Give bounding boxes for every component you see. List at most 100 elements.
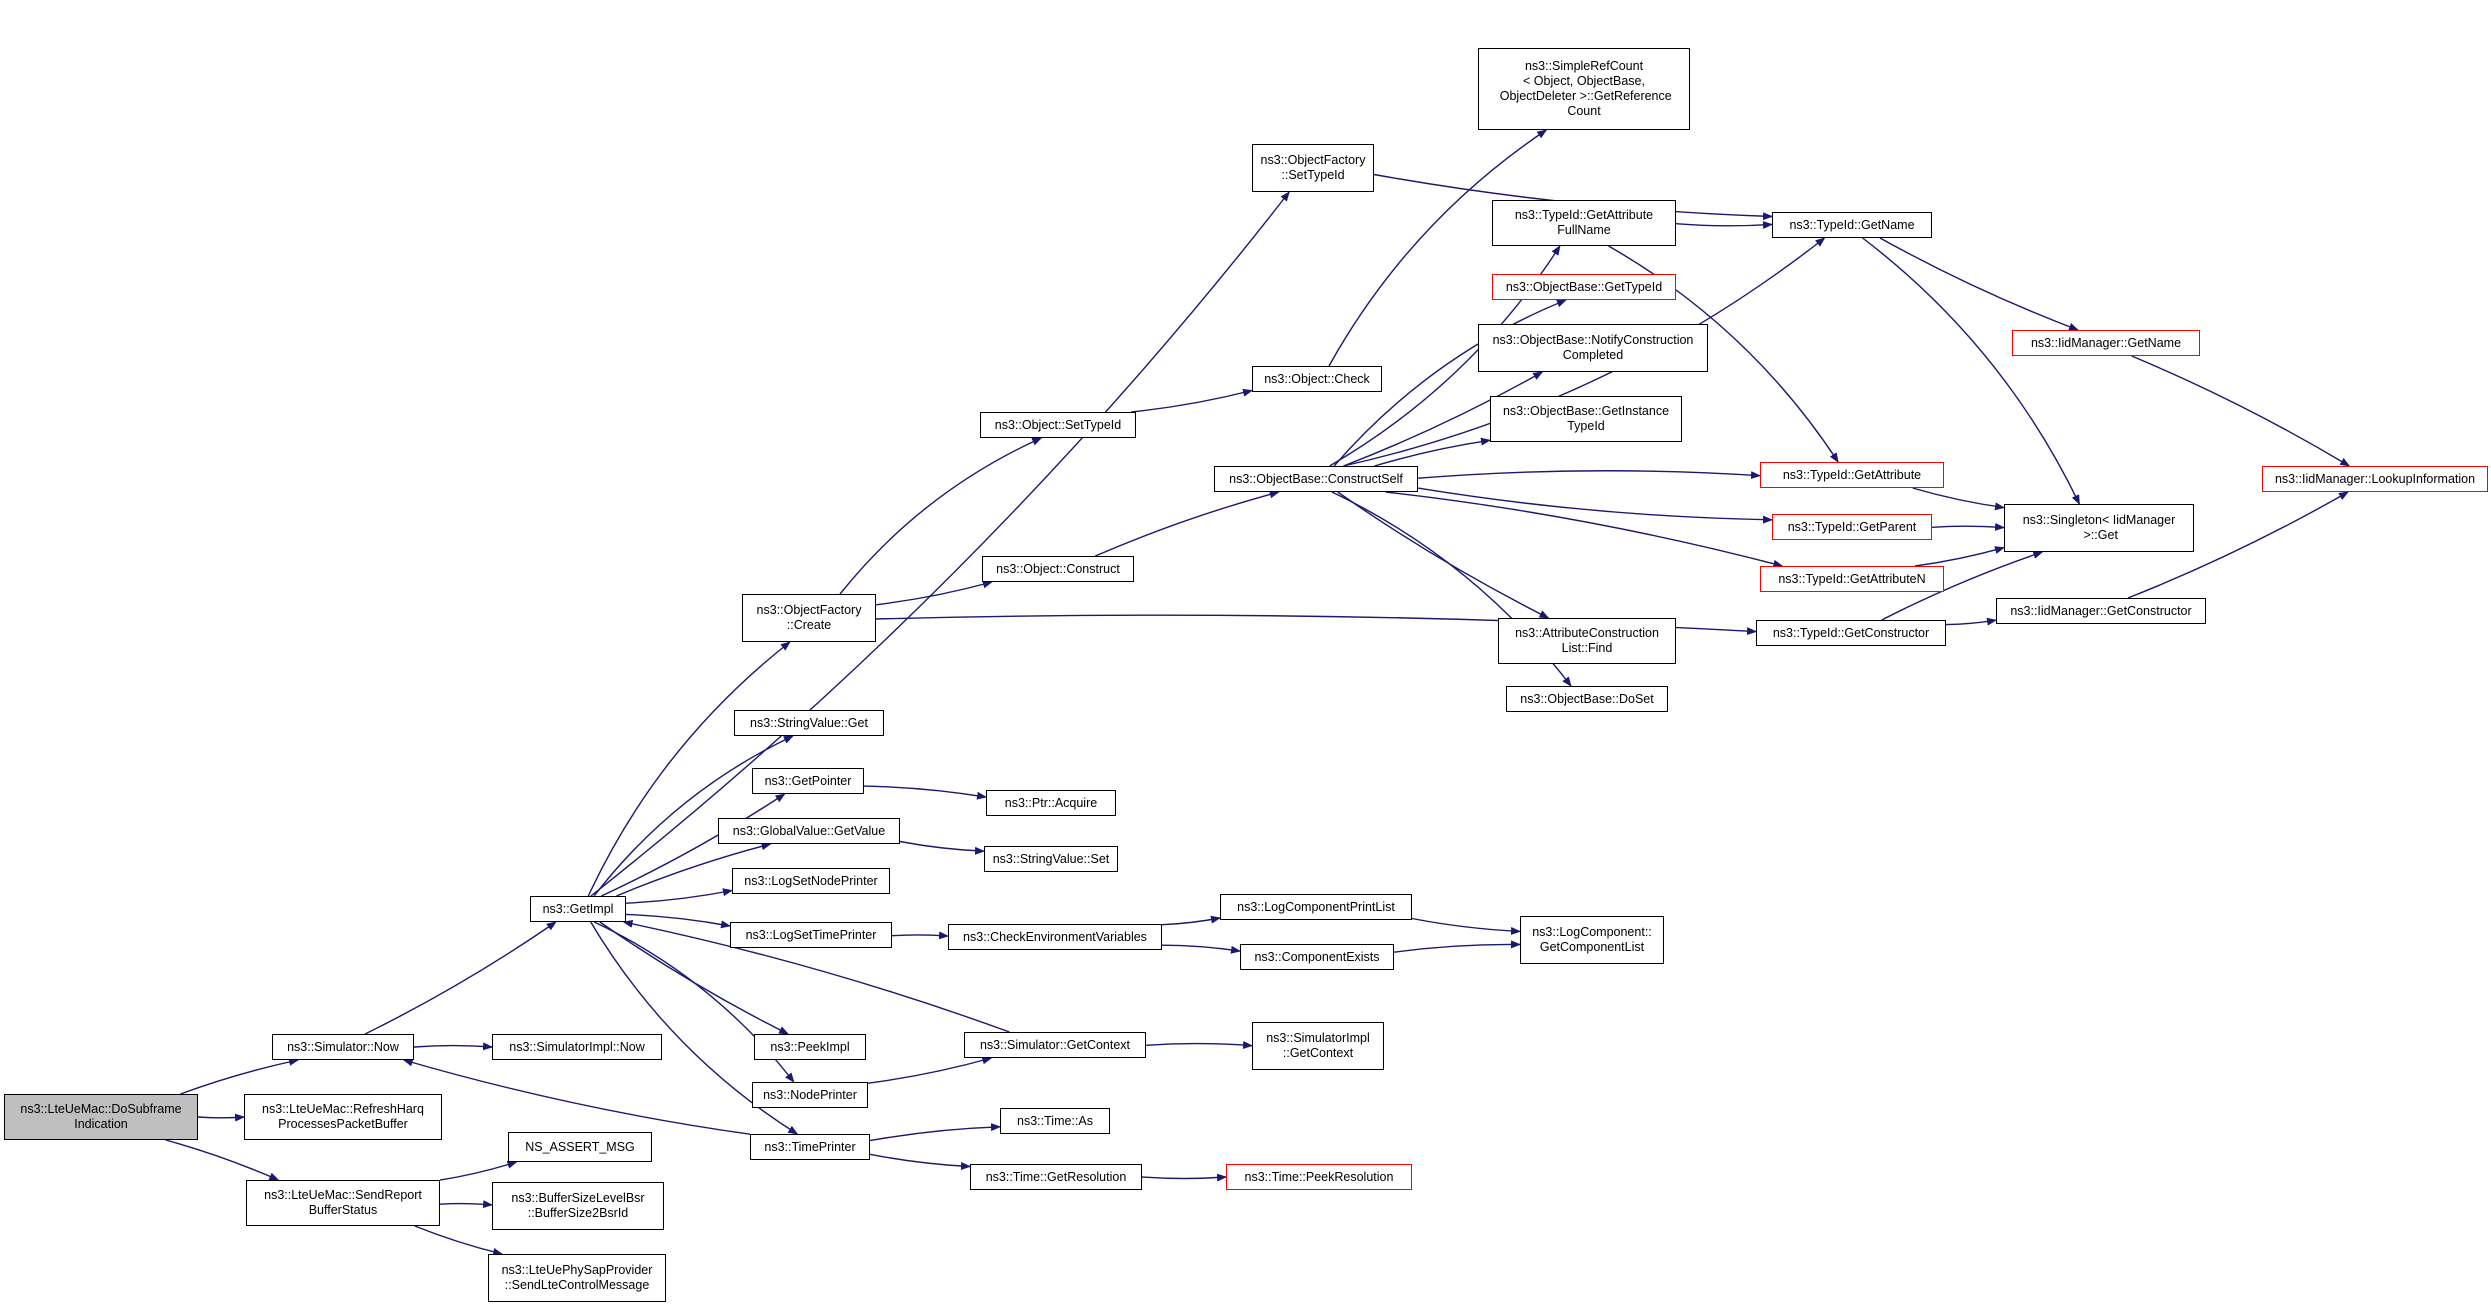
graph-node-n49[interactable]: ns3::IidManager::LookupInformation (2262, 466, 2488, 492)
call-edge-n41-to-n47 (1862, 237, 2081, 505)
graph-node-n47[interactable]: ns3::Singleton< IidManager >::Get (2004, 504, 2194, 552)
graph-node-n21[interactable]: ns3::Ptr::Acquire (986, 790, 1116, 816)
graph-node-n33[interactable]: ns3::Time::PeekResolution (1226, 1164, 1412, 1190)
graph-node-n18[interactable]: ns3::TimePrinter (750, 1134, 870, 1160)
graph-node-n45[interactable]: ns3::TypeId::GetConstructor (1756, 620, 1946, 646)
call-edge-n43-to-n47 (1931, 522, 2005, 531)
graph-node-n15[interactable]: ns3::LogSetTimePrinter (730, 922, 892, 948)
graph-node-n3[interactable]: ns3::LteUeMac::SendReport BufferStatus (246, 1180, 440, 1226)
call-edge-n3-to-n8 (414, 1225, 504, 1256)
graph-node-n48[interactable]: ns3::IidManager::GetConstructor (1996, 598, 2206, 624)
graph-node-n43[interactable]: ns3::TypeId::GetParent (1772, 514, 1932, 540)
call-edge-n24-to-n32 (1145, 1041, 1253, 1050)
graph-node-n1[interactable]: ns3::Simulator::Now (272, 1034, 414, 1060)
call-edge-n3-to-n7 (439, 1200, 493, 1209)
graph-node-n22[interactable]: ns3::StringValue::Set (984, 846, 1118, 872)
call-edge-n12-to-n21 (863, 785, 987, 800)
graph-node-n12[interactable]: ns3::GetPointer (752, 768, 864, 794)
graph-node-n0[interactable]: ns3::LteUeMac::DoSubframe Indication (4, 1094, 198, 1140)
graph-node-n40[interactable]: ns3::LogComponent:: GetComponentList (1520, 916, 1664, 964)
call-edge-n4-to-n10 (590, 191, 1290, 897)
graph-node-n38[interactable]: ns3::AttributeConstruction List::Find (1498, 618, 1676, 664)
graph-node-n13[interactable]: ns3::GlobalValue::GetValue (718, 818, 900, 844)
graph-node-n44[interactable]: ns3::TypeId::GetAttributeN (1760, 566, 1944, 592)
call-edge-n30-to-n40 (1411, 917, 1521, 935)
call-edge-n4-to-n9 (587, 641, 791, 897)
graph-node-n10[interactable]: ns3::ObjectFactory ::SetTypeId (1252, 144, 1374, 192)
call-edge-n4-to-n18 (590, 921, 799, 1135)
call-edge-n4-to-n15 (625, 913, 731, 929)
call-edge-n3-to-n6 (439, 1160, 518, 1181)
call-edge-n17-to-n24 (867, 1056, 993, 1084)
call-edge-n44-to-n47 (1914, 546, 2005, 567)
graph-node-n2[interactable]: ns3::LteUeMac::RefreshHarq ProcessesPack… (244, 1094, 442, 1140)
call-edge-n9-to-n20 (875, 580, 993, 606)
graph-node-n11[interactable]: ns3::StringValue::Get (734, 710, 884, 736)
graph-node-n7[interactable]: ns3::BufferSizeLevelBsr ::BufferSize2Bsr… (492, 1182, 664, 1230)
call-edge-n0-to-n2 (197, 1113, 245, 1122)
call-edge-n4-to-n12 (601, 793, 786, 897)
call-edge-n31-to-n40 (1393, 940, 1521, 953)
graph-node-n34[interactable]: ns3::TypeId::GetAttribute FullName (1492, 200, 1676, 246)
graph-node-n16[interactable]: ns3::PeekImpl (754, 1034, 866, 1060)
call-edge-n0-to-n1 (180, 1057, 300, 1095)
graph-node-n37[interactable]: ns3::ObjectBase::GetInstance TypeId (1490, 396, 1682, 442)
call-edge-n23-to-n30 (1161, 915, 1221, 926)
graph-node-n32[interactable]: ns3::SimulatorImpl ::GetContext (1252, 1022, 1384, 1070)
call-edge-n4-to-n13 (616, 842, 772, 897)
call-edge-n29-to-n35 (1333, 299, 1567, 467)
graph-node-n23[interactable]: ns3::CheckEnvironmentVariables (948, 924, 1162, 950)
graph-node-n24[interactable]: ns3::Simulator::GetContext (964, 1032, 1146, 1058)
call-edge-n45-to-n47 (1881, 551, 2044, 621)
call-edge-n24-to-n4 (622, 919, 1010, 1033)
call-edge-n18-to-n26 (869, 1153, 971, 1171)
graph-node-n28[interactable]: ns3::Object::Check (1252, 366, 1382, 392)
call-edge-n9-to-n19 (839, 437, 1043, 595)
call-edge-n13-to-n22 (899, 840, 985, 855)
call-edge-n0-to-n3 (165, 1139, 280, 1181)
call-edge-n29-to-n38 (1337, 491, 1550, 619)
call-edge-n1-to-n4 (364, 921, 557, 1035)
call-edge-n46-to-n49 (2131, 355, 2351, 467)
call-edge-n45-to-n48 (1945, 617, 1997, 626)
call-edge-n29-to-n37 (1374, 437, 1491, 467)
graph-node-n4[interactable]: ns3::GetImpl (530, 896, 626, 922)
call-edge-n23-to-n31 (1161, 944, 1241, 954)
call-edge-n18-to-n1 (402, 1058, 751, 1135)
call-edge-n19-to-n28 (1131, 388, 1253, 413)
graph-node-n35[interactable]: ns3::ObjectBase::GetTypeId (1492, 274, 1676, 300)
graph-node-n9[interactable]: ns3::ObjectFactory ::Create (742, 594, 876, 642)
graph-node-n30[interactable]: ns3::LogComponentPrintList (1220, 894, 1412, 920)
graph-node-n42[interactable]: ns3::TypeId::GetAttribute (1760, 462, 1944, 488)
call-edge-n28-to-n27 (1328, 129, 1548, 367)
call-edge-n26-to-n33 (1141, 1173, 1227, 1182)
call-edge-n29-to-n42 (1417, 470, 1761, 480)
graph-node-n17[interactable]: ns3::NodePrinter (752, 1082, 868, 1108)
call-edge-n29-to-n36 (1343, 371, 1544, 467)
call-edge-n4-to-n14 (625, 888, 733, 904)
call-edge-n29-to-n44 (1385, 491, 1784, 568)
call-edge-n1-to-n5 (413, 1042, 493, 1051)
call-edge-n4-to-n11 (593, 735, 794, 897)
call-edge-n48-to-n49 (2127, 491, 2349, 599)
graph-node-n19[interactable]: ns3::Object::SetTypeId (980, 412, 1136, 438)
graph-node-n5[interactable]: ns3::SimulatorImpl::Now (492, 1034, 662, 1060)
graph-node-n31[interactable]: ns3::ComponentExists (1240, 944, 1394, 970)
graph-node-n26[interactable]: ns3::Time::GetResolution (970, 1164, 1142, 1190)
graph-node-n27[interactable]: ns3::SimpleRefCount < Object, ObjectBase… (1478, 48, 1690, 130)
graph-node-n46[interactable]: ns3::IidManager::GetName (2012, 330, 2200, 356)
graph-node-n14[interactable]: ns3::LogSetNodePrinter (732, 868, 890, 894)
graph-node-n8[interactable]: ns3::LteUePhySapProvider ::SendLteContro… (488, 1254, 666, 1302)
call-edge-n34-to-n41 (1675, 220, 1773, 229)
graph-node-n6[interactable]: NS_ASSERT_MSG (508, 1132, 652, 1162)
graph-node-n41[interactable]: ns3::TypeId::GetName (1772, 212, 1932, 238)
graph-node-n20[interactable]: ns3::Object::Construct (982, 556, 1134, 582)
call-edge-n20-to-n29 (1095, 490, 1280, 557)
call-edge-n34-to-n42 (1608, 245, 1839, 463)
call-edge-n18-to-n25 (869, 1123, 1001, 1142)
graph-node-n29[interactable]: ns3::ObjectBase::ConstructSelf (1214, 466, 1418, 492)
graph-node-n36[interactable]: ns3::ObjectBase::NotifyConstruction Comp… (1478, 324, 1708, 372)
graph-node-n39[interactable]: ns3::ObjectBase::DoSet (1506, 686, 1668, 712)
graph-node-n25[interactable]: ns3::Time::As (1000, 1108, 1110, 1134)
